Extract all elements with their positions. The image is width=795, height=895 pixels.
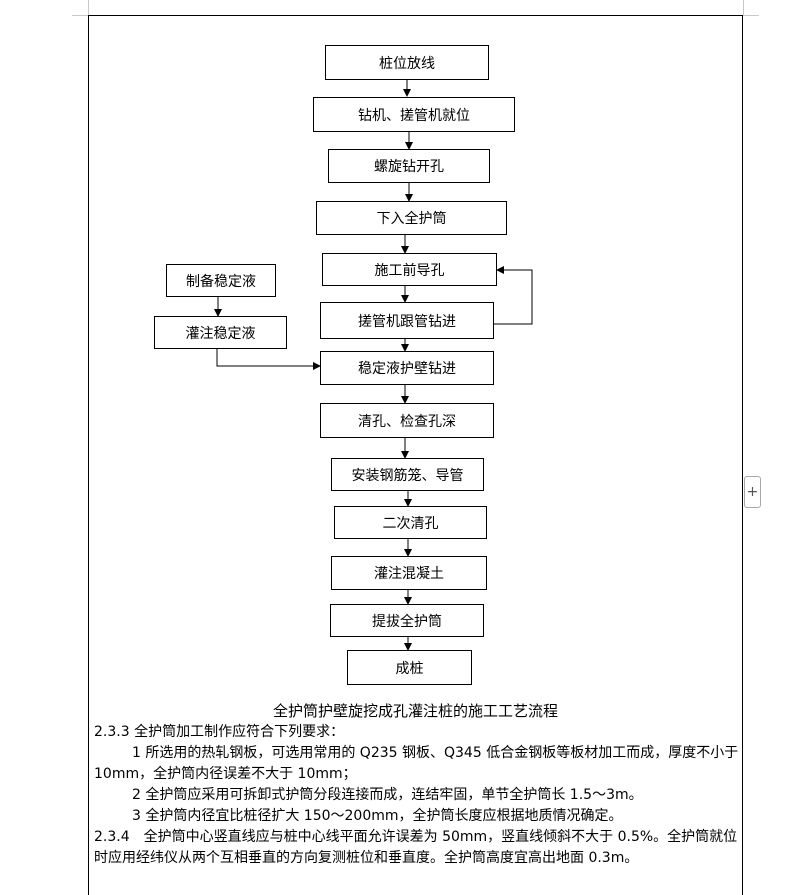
node-spiral-drill: 螺旋钻开孔 bbox=[328, 149, 490, 183]
node-pour-fluid: 灌注稳定液 bbox=[154, 316, 287, 349]
clause-2-3-4: 2.3.4 全护筒中心竖直线应与桩中心线平面允许误差为 50mm，竖直线倾斜不大… bbox=[94, 829, 738, 866]
crop-mark-top-right-h bbox=[743, 15, 759, 16]
add-comment-button[interactable]: + bbox=[744, 476, 761, 508]
crop-mark-top-left-v bbox=[88, 0, 89, 15]
node-lower-casing: 下入全护筒 bbox=[316, 201, 507, 235]
node-pre-guide-hole: 施工前导孔 bbox=[322, 253, 497, 286]
crop-mark-top-right-v bbox=[743, 0, 744, 15]
node-pull-casing: 提拔全护筒 bbox=[330, 604, 484, 637]
page-frame bbox=[88, 15, 743, 895]
node-pile-layout: 桩位放线 bbox=[325, 45, 489, 80]
node-pile-complete: 成桩 bbox=[347, 650, 472, 685]
node-casing-follow-drill: 搓管机跟管钻进 bbox=[320, 302, 494, 339]
figure-caption: 全护筒护壁旋挖成孔灌注桩的施工工艺流程 bbox=[272, 702, 558, 720]
node-prepare-fluid: 制备稳定液 bbox=[166, 264, 276, 297]
clause-2-3-3-item-1: 1 所选用的热轧钢板，可选用常用的 Q235 钢板、Q345 低合金钢板等板材加… bbox=[94, 745, 739, 782]
crop-mark-top-left-h bbox=[72, 15, 88, 16]
node-stabilizer-drill: 稳定液护壁钻进 bbox=[320, 351, 494, 385]
clause-2-3-3-heading: 2.3.3 全护筒加工制作应符合下列要求： bbox=[94, 724, 345, 740]
arrow-side-2 bbox=[216, 349, 321, 370]
clause-2-3-3-item-3: 3 全护筒内径宜比桩径扩大 150～200mm，全护筒长度应根据地质情况确定。 bbox=[132, 808, 623, 824]
node-pour-concrete: 灌注混凝土 bbox=[331, 556, 487, 590]
node-rig-position: 钻机、搓管机就位 bbox=[313, 97, 515, 132]
arrow-loop bbox=[494, 266, 533, 325]
node-clean-check: 清孔、检查孔深 bbox=[320, 403, 494, 438]
node-install-cage: 安装钢筋笼、导管 bbox=[331, 458, 484, 491]
clause-2-3-3-item-2: 2 全护筒应采用可拆卸式护筒分段连接而成，连结牢固，单节全护筒长 1.5～3m。 bbox=[132, 787, 643, 803]
node-second-clean: 二次清孔 bbox=[334, 506, 487, 539]
